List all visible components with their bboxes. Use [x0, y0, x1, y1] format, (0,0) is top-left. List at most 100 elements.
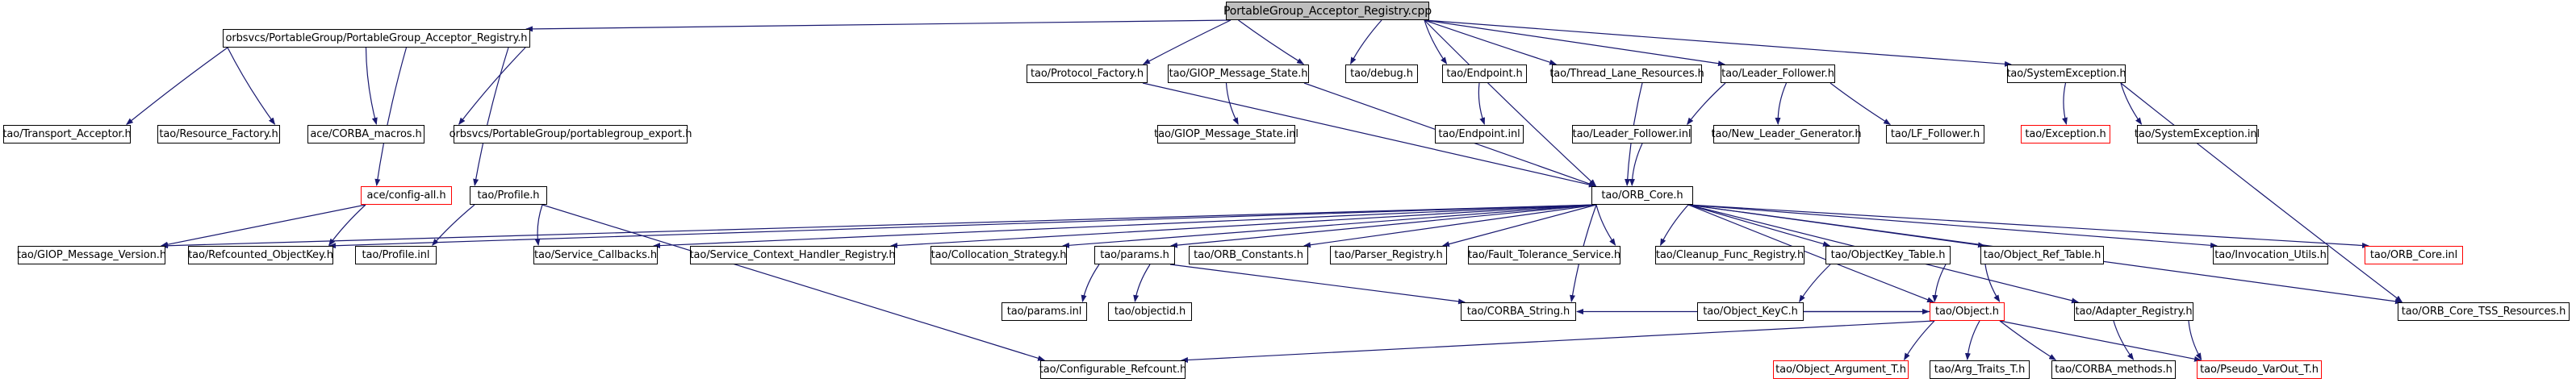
- dependency-edge: [1081, 264, 1100, 303]
- graph-node[interactable]: tao/New_Leader_Generator.h: [1712, 125, 1862, 144]
- dependency-edge: [432, 204, 475, 247]
- dependency-edge: [534, 204, 543, 246]
- dependency-edge: [365, 47, 378, 125]
- dependency-edge: [542, 204, 1045, 361]
- dependency-edge: [1687, 204, 1935, 303]
- dependency-edge: [473, 47, 509, 187]
- graph-node[interactable]: tao/Refcounted_ObjectKey.h: [188, 246, 333, 264]
- graph-node[interactable]: tao/Endpoint.h: [1442, 64, 1527, 83]
- graph-node[interactable]: tao/Profile.h: [470, 186, 547, 205]
- dependency-edge: [1238, 19, 1305, 64]
- graph-node[interactable]: tao/GIOP_Message_State.h: [1168, 64, 1309, 83]
- dependency-edge: [1142, 82, 1597, 188]
- graph-node[interactable]: tao/Arg_Traits_T.h: [1930, 360, 2030, 379]
- dependency-edge: [1687, 204, 2218, 248]
- dependency-edge: [1830, 82, 1892, 125]
- dependency-edge: [1133, 264, 1151, 303]
- graph-node[interactable]: tao/Fault_Tolerance_Service.h: [1468, 246, 1620, 264]
- graph-node[interactable]: tao/SystemException.h: [2006, 64, 2126, 83]
- dependency-edge: [1170, 204, 1597, 248]
- graph-node[interactable]: tao/ORB_Core_TSS_Resources.h: [2398, 302, 2570, 321]
- graph-node[interactable]: orbsvcs/PortableGroup/portablegroup_expo…: [450, 125, 692, 144]
- graph-node[interactable]: tao/Endpoint.inl: [1435, 125, 1524, 144]
- graph-node[interactable]: tao/params.h: [1094, 246, 1175, 264]
- graph-node[interactable]: tao/Exception.h: [2021, 125, 2110, 144]
- graph-node[interactable]: tao/ORB_Core.inl: [2365, 246, 2463, 264]
- graph-node[interactable]: tao/params.inl: [1002, 302, 1087, 321]
- graph-node[interactable]: tao/Collocation_Strategy.h: [930, 246, 1067, 264]
- graph-node[interactable]: tao/Object_KeyC.h: [1697, 302, 1804, 321]
- graph-node[interactable]: tao/Pseudo_VarOut_T.h: [2197, 360, 2322, 379]
- dependency-edge: [652, 204, 1597, 249]
- graph-node[interactable]: tao/Configurable_Refcount.h: [1039, 360, 1186, 379]
- dependency-edge: [1350, 19, 1382, 65]
- dependency-edge: [1964, 320, 1980, 361]
- dependency-edge: [126, 47, 228, 126]
- graph-node[interactable]: tao/Leader_Follower.inl: [1572, 125, 1692, 144]
- graph-node[interactable]: tao/CORBA_String.h: [1461, 302, 1576, 321]
- graph-node[interactable]: tao/ORB_Constants.h: [1189, 246, 1308, 264]
- dependency-edge: [1687, 204, 1831, 247]
- dependency-edge: [1775, 82, 1788, 126]
- dependency-edge: [1062, 204, 1597, 248]
- dependency-edge: [1478, 82, 1485, 125]
- graph-node[interactable]: tao/Adapter_Registry.h: [2074, 302, 2193, 321]
- graph-node[interactable]: tao/ObjectKey_Table.h: [1825, 246, 1951, 264]
- graph-node[interactable]: tao/objectid.h: [1108, 302, 1192, 321]
- graph-node[interactable]: tao/Profile.inl: [355, 246, 437, 264]
- dependency-edge: [328, 204, 366, 247]
- graph-node[interactable]: tao/Leader_Follower.h: [1721, 64, 1835, 83]
- graph-node[interactable]: tao/Object_Ref_Table.h: [1980, 246, 2104, 264]
- dependency-edge: [525, 19, 1232, 32]
- dependency-edge: [161, 204, 1597, 249]
- dependency-edge: [1687, 204, 2369, 248]
- dependency-edge: [890, 204, 1597, 248]
- graph-node[interactable]: tao/Invocation_Utils.h: [2213, 246, 2328, 264]
- graph-node[interactable]: ace/CORBA_macros.h: [307, 125, 424, 144]
- graph-node[interactable]: tao/debug.h: [1345, 64, 1418, 83]
- graph-node[interactable]: tao/Transport_Acceptor.h: [2, 125, 132, 144]
- dependency-edge: [1595, 204, 1616, 246]
- graph-node[interactable]: tao/GIOP_Message_Version.h: [17, 246, 166, 264]
- dependency-edge: [1424, 19, 2012, 67]
- graph-node[interactable]: tao/Resource_Factory.h: [157, 125, 280, 144]
- dependency-edge: [1442, 204, 1597, 247]
- dependency-edge: [374, 47, 408, 187]
- dependency-edge: [1629, 143, 1643, 187]
- dependency-edge: [1424, 19, 1725, 67]
- dependency-edge: [1303, 204, 1597, 248]
- graph-node[interactable]: ace/config-all.h: [361, 186, 452, 205]
- graph-root-node[interactable]: PortableGroup_Acceptor_Registry.cpp: [1223, 2, 1432, 20]
- graph-node[interactable]: tao/Cleanup_Func_Registry.h: [1655, 246, 1804, 264]
- dependency-edge: [2120, 82, 2403, 302]
- dependency-edge: [1999, 320, 2057, 360]
- graph-node[interactable]: tao/Service_Callbacks.h: [533, 246, 658, 264]
- graph-node[interactable]: tao/Parser_Registry.h: [1330, 246, 1447, 264]
- graph-node[interactable]: tao/Service_Context_Handler_Registry.h: [690, 246, 896, 264]
- dependency-edge: [160, 204, 366, 247]
- dependency-edge: [1424, 19, 1597, 186]
- dependency-edge: [2188, 320, 2202, 360]
- dependency-edge: [227, 47, 276, 125]
- graph-node[interactable]: tao/Protocol_Factory.h: [1027, 64, 1148, 83]
- dependency-edge: [2113, 320, 2135, 360]
- graph-node[interactable]: tao/GIOP_Message_State.inl: [1154, 125, 1298, 144]
- dependency-edge: [1424, 19, 1448, 64]
- dependency-edge: [1932, 264, 1947, 303]
- dependency-edge: [1660, 204, 1689, 247]
- dependency-edge: [1799, 264, 1831, 303]
- graph-node[interactable]: tao/SystemException.inl: [2135, 125, 2260, 144]
- graph-node[interactable]: tao/CORBA_methods.h: [2051, 360, 2176, 379]
- graph-node[interactable]: tao/ORB_Core.h: [1591, 186, 1693, 205]
- graph-node[interactable]: tao/Thread_Lane_Resources.h: [1549, 64, 1704, 83]
- dependency-edge: [458, 47, 526, 126]
- graph-node[interactable]: orbsvcs/PortableGroup/PortableGroup_Acce…: [223, 29, 530, 48]
- dependency-edge: [1225, 82, 1239, 125]
- graph-node[interactable]: tao/Object_Argument_T.h: [1773, 360, 1909, 379]
- dependency-edge: [1181, 320, 1935, 364]
- graph-node[interactable]: tao/Object.h: [1930, 302, 2005, 321]
- dependency-edge: [2120, 82, 2143, 125]
- graph-node[interactable]: tao/LF_Follower.h: [1886, 125, 1984, 144]
- dependency-edge: [1984, 264, 2001, 302]
